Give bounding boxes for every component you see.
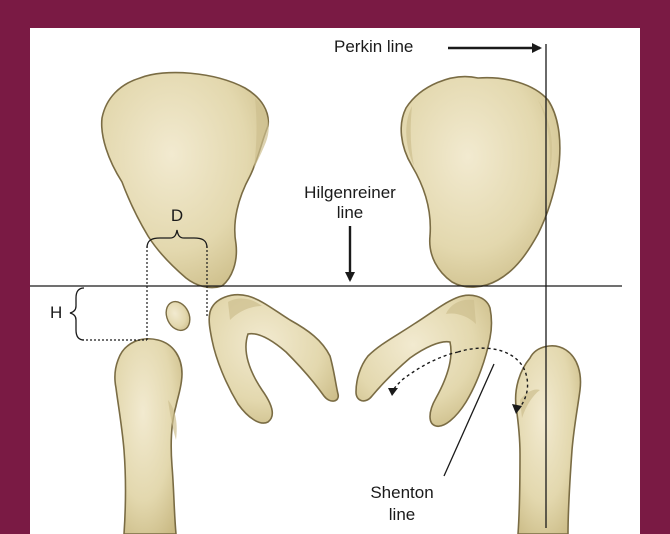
perkin-line-label: Perkin line	[334, 37, 413, 57]
h-label: H	[50, 303, 62, 323]
shenton-label-line2: line	[389, 505, 415, 525]
left-femur	[115, 339, 182, 534]
d-label: D	[171, 206, 183, 226]
hilgenreiner-label-line2: line	[337, 203, 363, 223]
hilgenreiner-label-line1: Hilgenreiner	[304, 183, 396, 203]
shenton-label-line1: Shenton	[370, 483, 433, 503]
